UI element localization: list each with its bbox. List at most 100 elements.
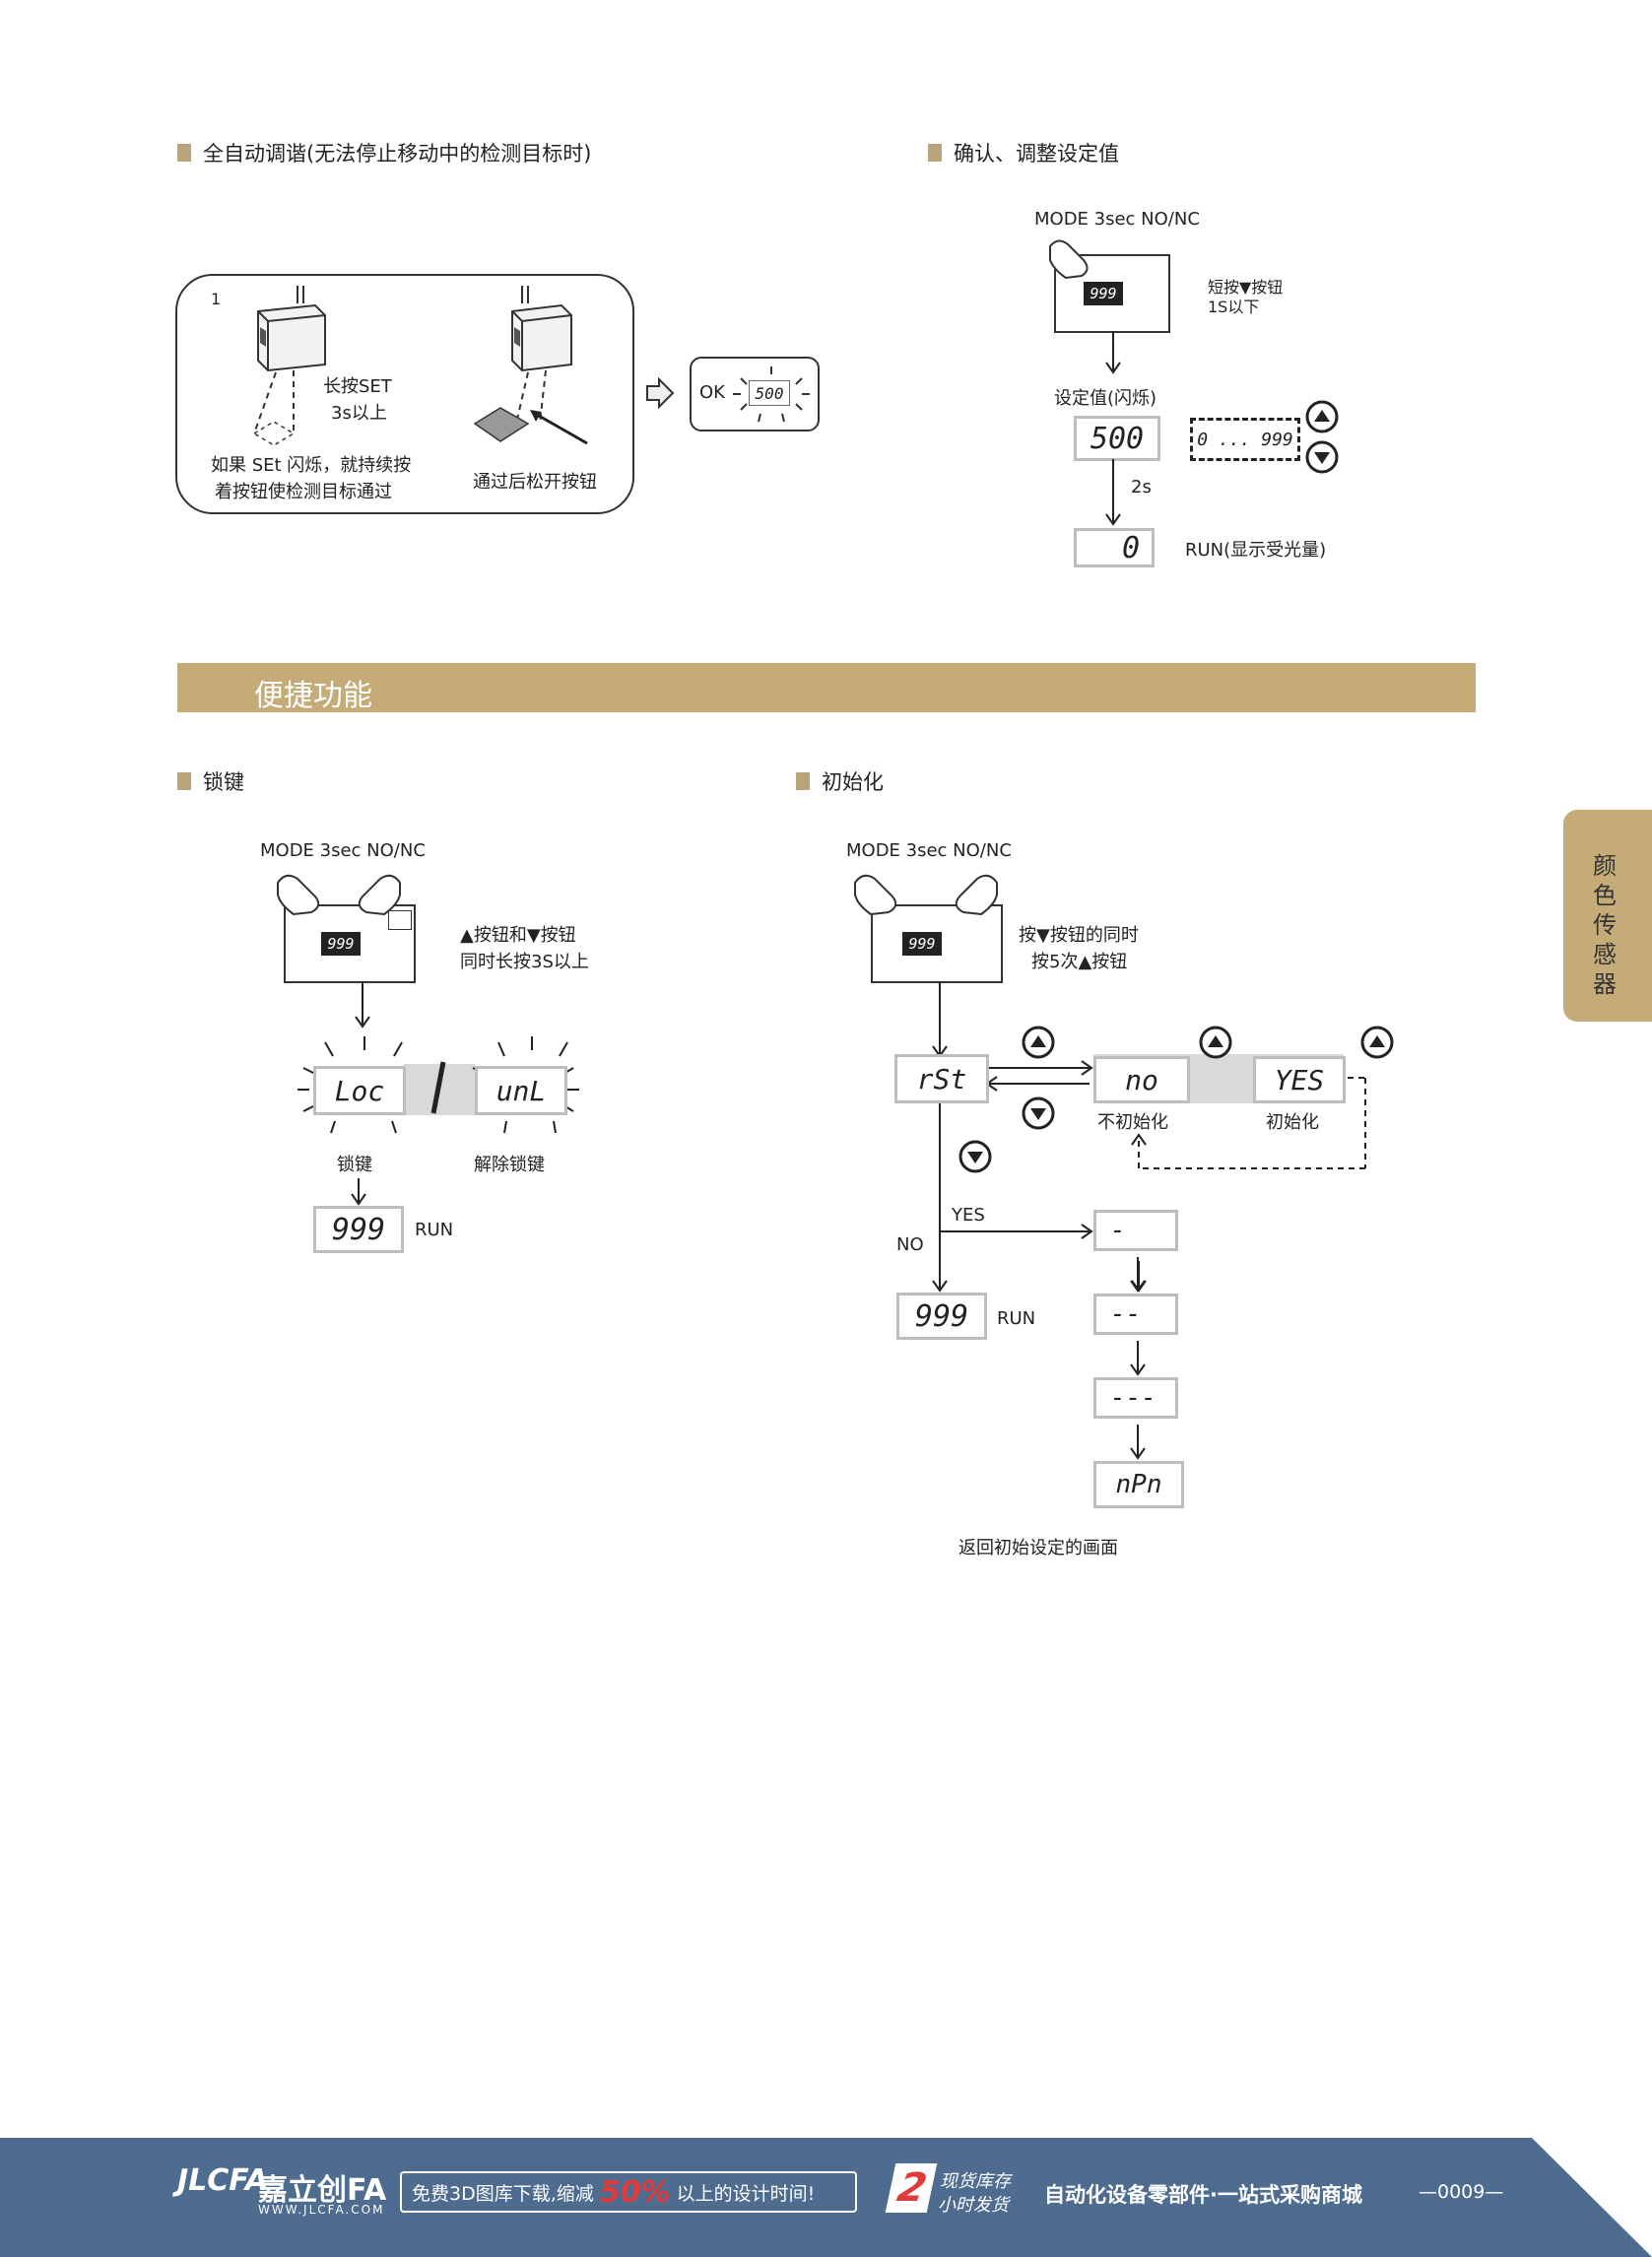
init-label: 初始化	[1266, 1112, 1319, 1133]
sensor-device-icon	[252, 286, 326, 446]
two-hands-icon	[854, 874, 998, 916]
up-button-icon[interactable]	[1021, 1025, 1056, 1060]
release-instruction: 通过后松开按钮	[473, 472, 597, 493]
confirm-title: 确认、调整设定值	[954, 142, 1119, 166]
run-label: RUN(显示受光量)	[1185, 540, 1327, 561]
sensor-panel: 999	[871, 904, 1003, 983]
mode-label: MODE 3sec NO/NC	[260, 840, 426, 861]
progress-display-1: -	[1093, 1210, 1178, 1251]
mode-label: MODE 3sec NO/NC	[1034, 209, 1200, 230]
promo-percent: 50%	[599, 2174, 671, 2210]
down-button-icon[interactable]	[958, 1139, 993, 1174]
footer-brand: 嘉立创FA	[258, 2173, 387, 2208]
device-display: 999	[321, 932, 361, 956]
delay-label: 2s	[1131, 477, 1152, 498]
category-side-tab[interactable]: 颜色传感器	[1563, 810, 1652, 1022]
up-down-buttons	[1305, 400, 1339, 474]
ok-result-box: OK 500	[690, 357, 820, 431]
run-value-display: 0	[1074, 528, 1155, 567]
section-marker	[177, 772, 191, 790]
progress-display-2: --	[1093, 1294, 1178, 1335]
confirm-heading: 确认、调整设定值	[928, 138, 1119, 167]
run-label: RUN	[415, 1220, 454, 1240]
setting-flash-label: 设定值(闪烁)	[1054, 388, 1157, 409]
setting-value-display: 500	[1074, 416, 1160, 461]
device-display: 999	[1084, 282, 1123, 305]
down-arrow-icon	[1130, 1425, 1146, 1460]
footer-corner	[1532, 2138, 1652, 2257]
down-arrow-icon	[1130, 1257, 1146, 1293]
hold-set-label: 长按SET	[323, 376, 392, 397]
down-arrow-icon	[1105, 331, 1121, 374]
banner-title: 便捷功能	[254, 679, 372, 713]
range-display: 0 ... 999	[1190, 418, 1300, 461]
down-arrow-icon	[1105, 459, 1121, 526]
down-arrow-icon	[355, 981, 370, 1029]
footer-logo[interactable]: JLCFA	[177, 2163, 269, 2198]
no-display: no	[1093, 1056, 1190, 1103]
down-button-icon[interactable]	[1021, 1095, 1056, 1131]
stock-line-2: 小时发货	[938, 2195, 1009, 2216]
section-marker	[928, 144, 942, 162]
run-value-display: 999	[896, 1293, 987, 1340]
page-number: —0009—	[1419, 2181, 1504, 2203]
no-branch-label: NO	[896, 1234, 924, 1255]
progress-display-3: ---	[1093, 1377, 1178, 1419]
down-arrow-icon	[351, 1178, 366, 1206]
right-arrow-icon	[646, 377, 675, 409]
no-init-label: 不初始化	[1097, 1112, 1168, 1133]
side-tab-label: 颜色传感器	[1593, 852, 1617, 998]
run-label: RUN	[997, 1308, 1036, 1329]
step-number: 1	[211, 290, 222, 308]
footer-slogan: 自动化设备零部件·一站式采购商城	[1044, 2183, 1362, 2207]
footer-bar	[0, 2138, 1652, 2257]
press-down-label: 短按▼按钮	[1208, 278, 1284, 297]
stock-line-1: 现货库存	[940, 2171, 1011, 2192]
up-button-icon[interactable]	[1198, 1025, 1233, 1060]
lock-instruction-2: 同时长按3S以上	[460, 952, 589, 972]
yes-branch-label: YES	[952, 1205, 985, 1226]
progress-display-4: nPn	[1093, 1461, 1184, 1508]
lock-display: Loc	[313, 1066, 406, 1115]
auto-tuning-heading: 全自动调谐(无法停止移动中的检测目标时)	[177, 138, 591, 167]
section-marker	[796, 772, 810, 790]
two-hands-icon	[277, 874, 401, 916]
lock-instruction-1: ▲按钮和▼按钮	[460, 925, 576, 946]
key-lock-heading: 锁键	[177, 766, 244, 796]
return-text: 返回初始设定的画面	[958, 1538, 1118, 1559]
up-button-icon[interactable]	[1359, 1025, 1395, 1060]
mode-label: MODE 3sec NO/NC	[846, 840, 1012, 861]
key-lock-title: 锁键	[203, 770, 244, 794]
flash-instruction-1: 如果 SEt 闪烁，就持续按	[211, 455, 412, 476]
lock-label: 锁键	[337, 1155, 372, 1175]
sensor-panel: 999	[284, 904, 416, 983]
device-display: 999	[902, 932, 942, 956]
hold-time-label: 3s以上	[331, 403, 387, 424]
auto-tuning-title: 全自动调谐(无法停止移动中的检测目标时)	[203, 142, 592, 166]
pointing-hand-icon	[1049, 239, 1089, 280]
init-instruction-1: 按▼按钮的同时	[1019, 925, 1139, 946]
press-time-label: 1S以下	[1208, 298, 1260, 316]
ok-label: OK	[699, 382, 725, 403]
down-arrow-icon	[1130, 1341, 1146, 1376]
init-instruction-2: 按5次▲按钮	[1031, 952, 1128, 972]
panel-indicator	[388, 910, 412, 930]
stock-number: 2	[893, 2165, 931, 2211]
section-marker	[177, 144, 191, 162]
run-value-display: 999	[313, 1206, 404, 1253]
initialize-title: 初始化	[822, 770, 884, 794]
yes-display: YES	[1253, 1056, 1346, 1103]
sensor-device-icon	[473, 286, 588, 445]
flash-instruction-2: 着按钮使检测目标通过	[215, 482, 392, 502]
unlock-display: unL	[475, 1066, 567, 1115]
reset-display: rSt	[894, 1054, 989, 1103]
promo-prefix: 免费3D图库下载,缩减	[412, 2182, 594, 2205]
auto-tuning-frame	[175, 274, 634, 514]
feature-banner: 便捷功能	[177, 663, 1476, 713]
ok-display: 500	[749, 380, 790, 406]
unlock-label: 解除锁键	[474, 1155, 545, 1175]
footer-url[interactable]: WWW.JLCFA.COM	[258, 2203, 385, 2217]
sensor-panel: 999	[1054, 254, 1170, 333]
promo-box[interactable]: 免费3D图库下载,缩减 50% 以上的设计时间!	[400, 2171, 857, 2213]
initialize-heading: 初始化	[796, 766, 884, 796]
